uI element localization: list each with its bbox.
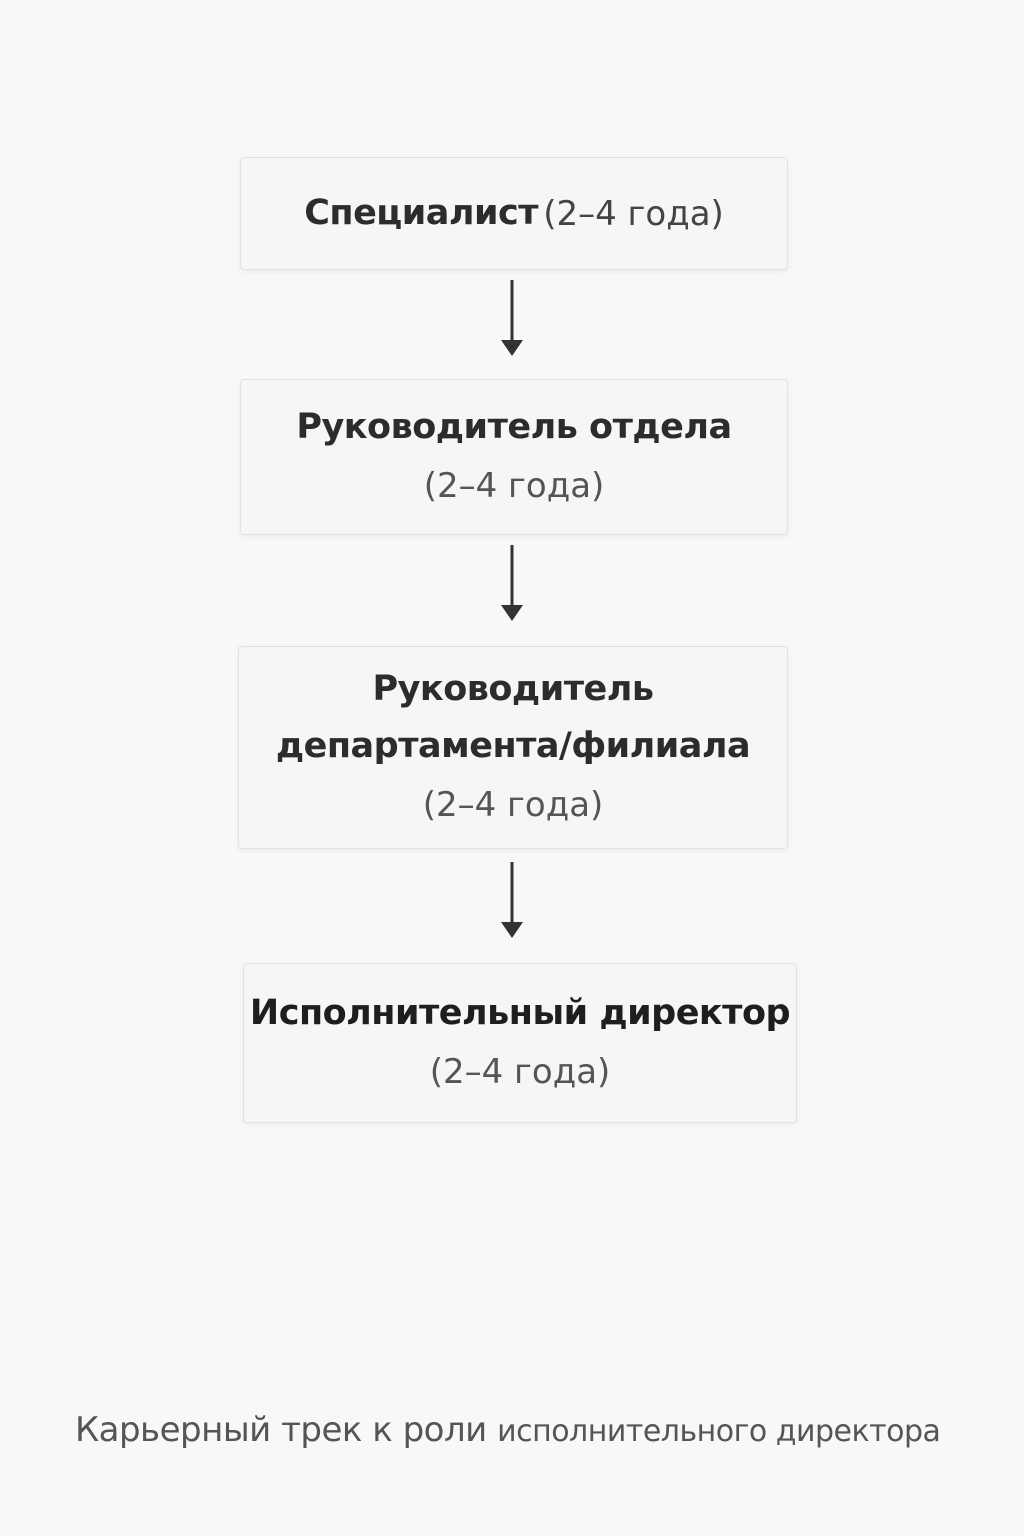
diagram-caption: Карьерный трек к роли исполнительного ди… — [75, 1410, 941, 1450]
caption-part1: Карьерный трек к роли — [75, 1410, 487, 1450]
step-title-line1: Руководитель — [372, 668, 654, 709]
step-title: Исполнительный директор — [249, 992, 791, 1033]
step-executive-director: Исполнительный директор (2–4 года) — [243, 963, 797, 1123]
arrow-down-icon — [501, 862, 523, 938]
step-title-line2: департамента/филиала — [275, 725, 751, 766]
step-duration: (2–4 года) — [543, 193, 724, 234]
step-duration: (2–4 года) — [423, 465, 605, 506]
step-duration: (2–4 года) — [422, 784, 604, 825]
caption-part2: исполнительного директора — [497, 1414, 941, 1449]
step-title: Специалист — [304, 193, 539, 233]
arrow-down-icon — [501, 545, 523, 621]
arrow-down-icon — [501, 280, 523, 356]
step-department-head: Руководитель отдела (2–4 года) — [240, 379, 788, 535]
step-specialist: Специалист (2–4 года) — [240, 157, 788, 270]
step-title: Руководитель отдела — [296, 406, 732, 447]
step-duration: (2–4 года) — [429, 1051, 611, 1092]
step-branch-head: Руководитель департамента/филиала (2–4 г… — [238, 646, 788, 849]
